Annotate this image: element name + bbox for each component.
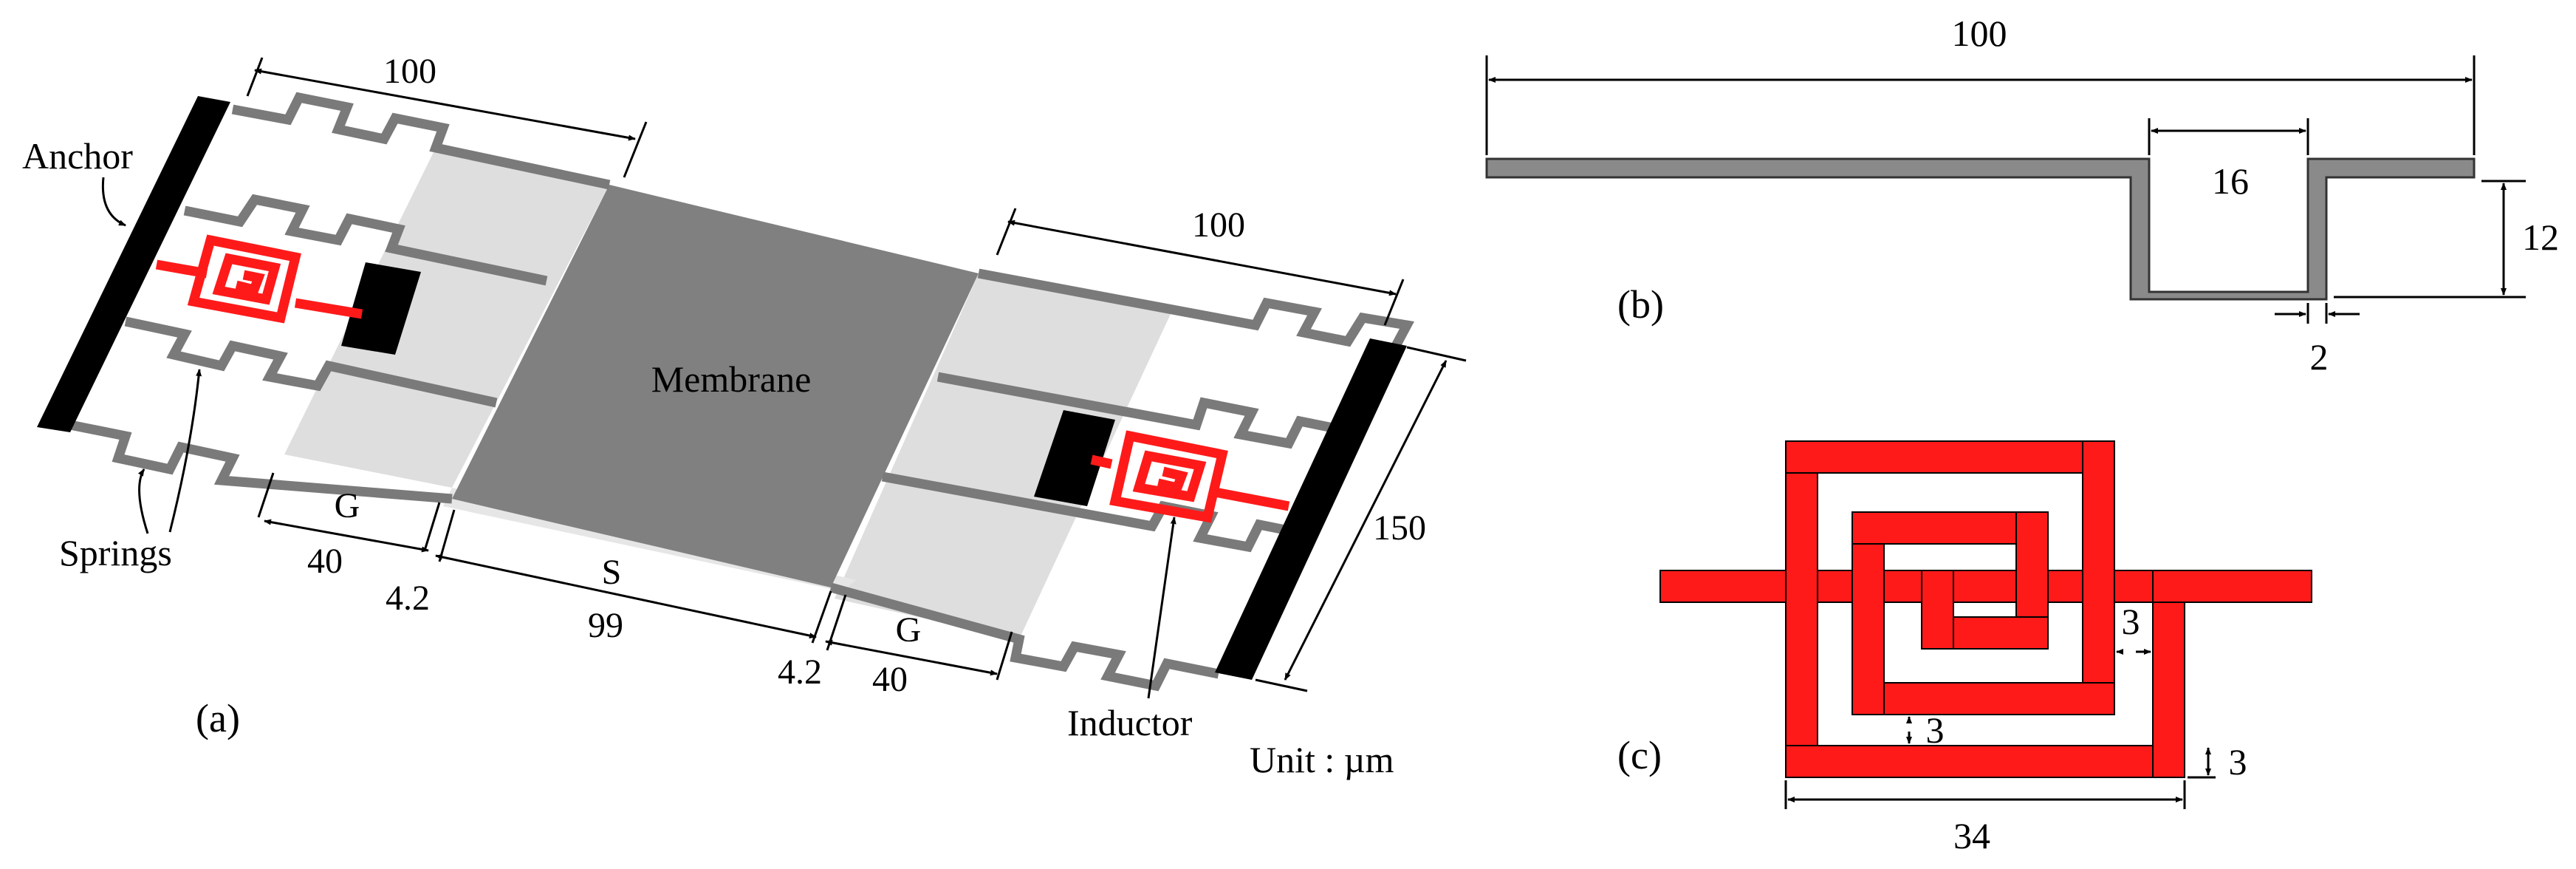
spring-left-mid1 (183, 194, 548, 286)
spiral-inner-top (1852, 511, 2049, 545)
inductor-left-coil-inner (235, 270, 265, 296)
dim-ext-tr-2 (1383, 279, 1405, 326)
dim-gap-left: 4.2 (386, 579, 430, 618)
spiral-core-left (1921, 570, 1954, 650)
dim-line-tr (1007, 219, 1397, 296)
dim-b-length: 100 (1952, 13, 2007, 54)
dim-width: 150 (1373, 508, 1426, 548)
spiral-outer-left (1785, 440, 1818, 778)
inductor-left-coil-outer (187, 234, 301, 324)
inductor-leader (1147, 517, 1176, 699)
dim-top-right-length: 100 (1192, 205, 1245, 245)
unit-label: Unit : µm (1250, 739, 1394, 780)
dim-s-value: 99 (588, 606, 623, 645)
dim-line-g-right (825, 639, 998, 676)
springs-label: Springs (59, 532, 172, 573)
dim-c-gap-bottom: 3 (1926, 709, 1945, 751)
dim-line-tl (254, 68, 636, 141)
anchor-left (37, 96, 230, 432)
panel-a-caption: (a) (196, 696, 240, 740)
panel-c-caption: (c) (1617, 733, 1662, 777)
spiral-lead-right (2152, 570, 2312, 603)
dim-ext-tl-2 (623, 121, 648, 178)
dim-ext-tl-1 (246, 57, 264, 97)
dim-line-w (1284, 360, 1448, 681)
dim-b-dip-width: 16 (2212, 160, 2249, 202)
dim-ext-b-3 (438, 509, 456, 562)
inductor-left-lead-b (294, 298, 363, 319)
membrane-label: Membrane (651, 358, 812, 400)
spring-left-top (231, 92, 611, 190)
inductor-left (155, 234, 363, 324)
dim-line-s (435, 553, 817, 639)
dim-ext-b-1 (257, 472, 275, 518)
dim-ext-w-1 (1406, 346, 1467, 362)
gap-region-right (835, 273, 1171, 639)
dim-b-thickness: 2 (2310, 336, 2329, 378)
dim-ext-b-4 (811, 590, 832, 644)
inductor-label: Inductor (1067, 702, 1193, 743)
inductor-right-coil-mid (1132, 450, 1207, 502)
spring-left-mid2 (124, 316, 498, 408)
dim-c-gap-right: 3 (2122, 601, 2140, 642)
spring-profile (1485, 157, 2476, 301)
dim-c-line-width: 3 (2229, 741, 2247, 783)
panel-b: 100 16 12 2 (b) (1485, 13, 2559, 378)
spring-right-bottom (829, 582, 1220, 692)
springs-right (829, 268, 1415, 692)
dim-g-right-label: G (896, 610, 922, 650)
spiral-inductor (1659, 440, 2312, 778)
spiral-outer-bottom (1785, 745, 2185, 778)
spiral-inner-left (1852, 511, 1885, 715)
dim-ext-b-6 (996, 631, 1013, 681)
anchor-label: Anchor (22, 135, 133, 177)
spiral-outer-right (2082, 440, 2115, 715)
spiral-exit-vertical (2152, 570, 2185, 778)
inductor-right-lead-a (1090, 454, 1113, 469)
dim-b-depth: 12 (2522, 217, 2559, 258)
pad-right (1034, 410, 1115, 506)
dim-g-left-value: 40 (307, 542, 343, 581)
panel-b-caption: (b) (1617, 282, 1664, 327)
panel-a: 100 100 150 G 40 4.2 S 99 4.2 G 40 Membr… (22, 52, 1467, 780)
dim-ext-b-2 (423, 502, 441, 551)
inductor-right (1090, 430, 1290, 523)
spring-right-mid2 (881, 471, 1305, 553)
spiral-outer-top (1785, 440, 2115, 474)
spring-right-top (977, 268, 1415, 349)
panel-c: 3 3 3 34 (c) (1617, 440, 2312, 856)
dim-gap-right: 4.2 (778, 652, 822, 692)
pad-left (341, 262, 421, 355)
dim-s-label: S (602, 553, 622, 592)
dim-c-outer-width: 34 (1953, 815, 1990, 856)
springs-leader-2 (137, 468, 149, 534)
inductor-left-coil-mid (212, 253, 281, 305)
dim-ext-w-2 (1255, 678, 1308, 692)
anchor-leader (101, 177, 126, 227)
dim-g-right-value: 40 (872, 660, 908, 699)
inductor-right-coil-outer (1109, 430, 1228, 523)
inductor-right-lead-b (1210, 486, 1290, 511)
dim-line-g-left (264, 519, 429, 553)
dim-g-left-label: G (335, 486, 360, 525)
gap-region-left (284, 148, 609, 488)
inductor-right-coil-inner (1157, 466, 1188, 494)
spring-left-bottom (69, 420, 453, 504)
dim-ext-tr-1 (996, 208, 1017, 256)
spiral-inner-bottom (1852, 682, 2115, 715)
springs-leader-1 (168, 369, 202, 533)
dim-top-left-length: 100 (383, 52, 436, 91)
membrane (452, 185, 979, 587)
